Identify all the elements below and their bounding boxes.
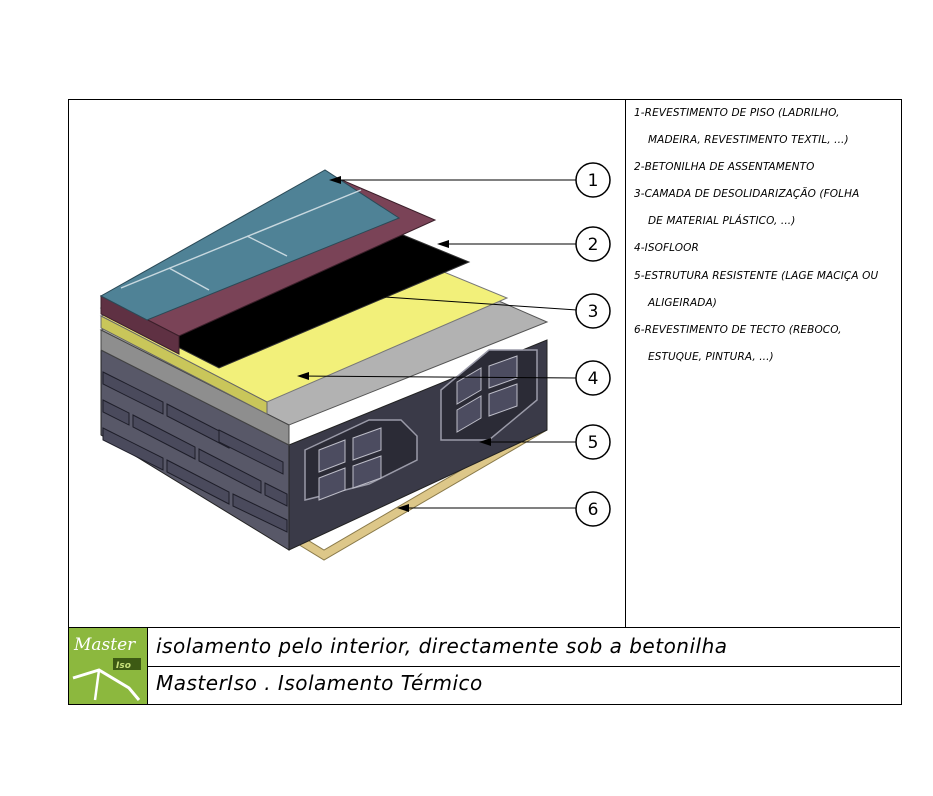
legend-item-3: 3-CAMADA DE DESOLIDARIZAÇÃO (FOLHA xyxy=(634,188,860,200)
masteriso-logo: Master Iso xyxy=(69,628,148,704)
legend-item-5-cont: ALIGEIRADA) xyxy=(648,297,717,309)
drawing-subtitle: isolamento pelo interior, directamente s… xyxy=(156,634,728,658)
drawing-sheet: 1 2 3 4 5 6 1-REVESTIM xyxy=(68,99,902,705)
callout-3: 3 xyxy=(575,293,611,329)
legend-item-6: 6-REVESTIMENTO DE TECTO (REBOCO, xyxy=(634,324,842,336)
legend-item-4: 4-ISOFLOOR xyxy=(634,242,699,254)
callout-1: 1 xyxy=(575,162,611,198)
callout-4: 4 xyxy=(575,360,611,396)
callout-6-label: 6 xyxy=(588,500,599,520)
callout-6: 6 xyxy=(575,491,611,527)
legend-panel: 1-REVESTIMENTO DE PISO (LADRILHO, MADEIR… xyxy=(625,100,900,627)
legend-item-3-cont: DE MATERIAL PLÁSTICO, ...) xyxy=(648,215,796,227)
logo-text: Master xyxy=(73,635,136,655)
layer-1-tiles xyxy=(99,169,401,321)
legend-item-2: 2-BETONILHA DE ASSENTAMENTO xyxy=(634,161,815,173)
leader-arrowheads xyxy=(297,176,491,512)
legend-item-1: 1-REVESTIMENTO DE PISO (LADRILHO, xyxy=(634,107,840,119)
drawing-title: MasterIso . Isolamento Térmico xyxy=(156,671,483,695)
callout-4-label: 4 xyxy=(588,369,599,389)
legend-item-5: 5-ESTRUTURA RESISTENTE (LAGE MACIÇA OU xyxy=(634,270,879,282)
callout-1-label: 1 xyxy=(588,171,599,191)
layer-4-insulation-edge xyxy=(100,315,268,415)
layer-2-screed-edge xyxy=(100,295,180,355)
title-row: MasterIso . Isolamento Térmico xyxy=(148,667,900,704)
logo-subtext: Iso xyxy=(116,661,131,671)
legend-item-6-cont: ESTUQUE, PINTURA, ...) xyxy=(648,351,774,363)
drawing-panel: 1 2 3 4 5 6 xyxy=(69,100,625,627)
subtitle-row: isolamento pelo interior, directamente s… xyxy=(148,628,900,667)
callout-5-label: 5 xyxy=(588,433,599,453)
callout-3-label: 3 xyxy=(588,302,599,322)
leader-lines xyxy=(298,179,578,509)
callout-5: 5 xyxy=(575,424,611,460)
logo-graphic: Master Iso xyxy=(69,628,147,703)
title-block: Master Iso isolamento pelo interior, dir… xyxy=(69,627,900,704)
tile-joints xyxy=(120,189,362,291)
floor-section-diagram: 1 2 3 4 5 6 xyxy=(99,162,611,561)
brick-pattern xyxy=(102,371,288,533)
legend-item-1-cont: MADEIRA, REVESTIMENTO TEXTIL, ...) xyxy=(648,134,849,146)
callout-2-label: 2 xyxy=(588,235,599,255)
callout-2: 2 xyxy=(575,226,611,262)
